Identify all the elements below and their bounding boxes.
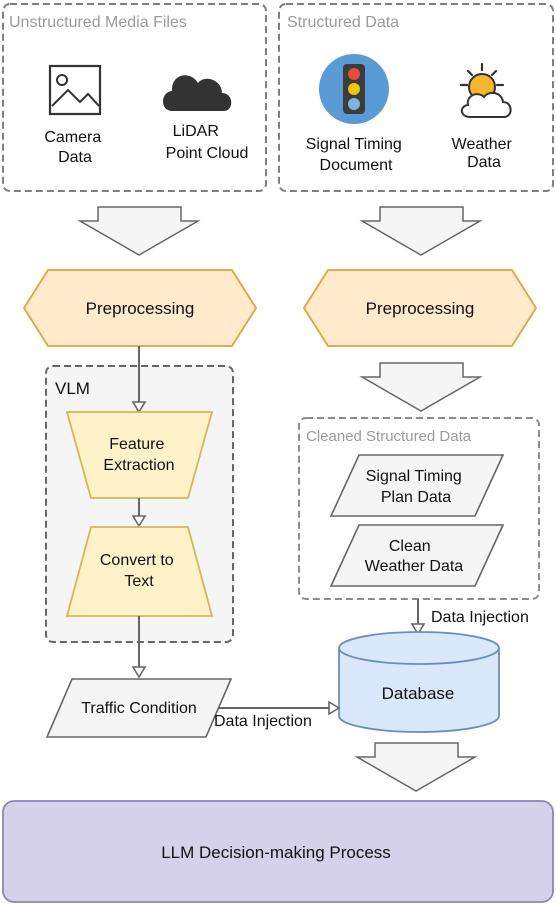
llm-decision-label: LLM Decision-making Process	[161, 843, 391, 862]
weather-data-label: Weather Data	[452, 136, 517, 171]
partly-cloudy-icon	[459, 62, 512, 118]
block-arrow-right-middle	[359, 362, 483, 412]
edge-arrowhead	[328, 700, 341, 716]
cloud-icon	[163, 75, 232, 111]
clean-weather-label: Clean Weather Data	[365, 538, 464, 575]
preprocessing-left-label: Preprocessing	[86, 299, 195, 318]
signal-timing-plan-label: Signal Timing Plan Data	[366, 468, 467, 506]
database-cylinder	[338, 631, 500, 733]
feature-extraction-label: Feature Extraction	[103, 436, 174, 474]
clean-weather-parallelogram	[329, 524, 505, 587]
signal-timing-document-label: Signal Timing Document	[306, 136, 407, 174]
edge-arrowhead	[131, 401, 147, 414]
preprocessing-right-label: Preprocessing	[366, 299, 475, 318]
convert-to-text-trapezoid	[65, 526, 214, 617]
data-injection-label-bottom: Data Injection	[214, 713, 312, 730]
database-label: Database	[382, 684, 455, 703]
unstructured-media-group	[2, 3, 267, 192]
traffic-light-icon	[319, 54, 389, 124]
edge-arrowhead	[410, 623, 426, 636]
lidar-point-cloud-label: LiDAR Point Cloud	[166, 123, 249, 162]
preprocessing-left-hexagon	[22, 269, 258, 347]
edge-arrowhead	[131, 515, 147, 528]
block-arrow-left-top	[77, 206, 201, 256]
unstructured-media-group-title: Unstructured Media Files	[9, 14, 187, 31]
structured-data-group	[278, 3, 554, 192]
cleaned-structured-data-title: Cleaned Structured Data	[306, 428, 472, 445]
structured-data-group-title: Structured Data	[287, 14, 399, 31]
convert-to-text-label: Convert to Text	[100, 552, 178, 590]
preprocessing-right-hexagon	[302, 269, 538, 347]
edge-arrowhead	[131, 666, 147, 679]
traffic-condition-label: Traffic Condition	[81, 700, 197, 717]
block-arrow-right-top	[359, 206, 483, 256]
feature-extraction-trapezoid	[65, 411, 214, 499]
image-icon	[48, 64, 102, 116]
vlm-group-title: VLM	[55, 379, 90, 398]
signal-timing-plan-parallelogram	[329, 454, 505, 517]
block-arrow-bottom	[354, 742, 478, 792]
llm-decision-box	[2, 800, 554, 903]
traffic-condition-parallelogram	[45, 678, 233, 738]
data-injection-label-right: Data Injection	[431, 609, 529, 626]
camera-data-label: Camera Data	[44, 129, 105, 166]
